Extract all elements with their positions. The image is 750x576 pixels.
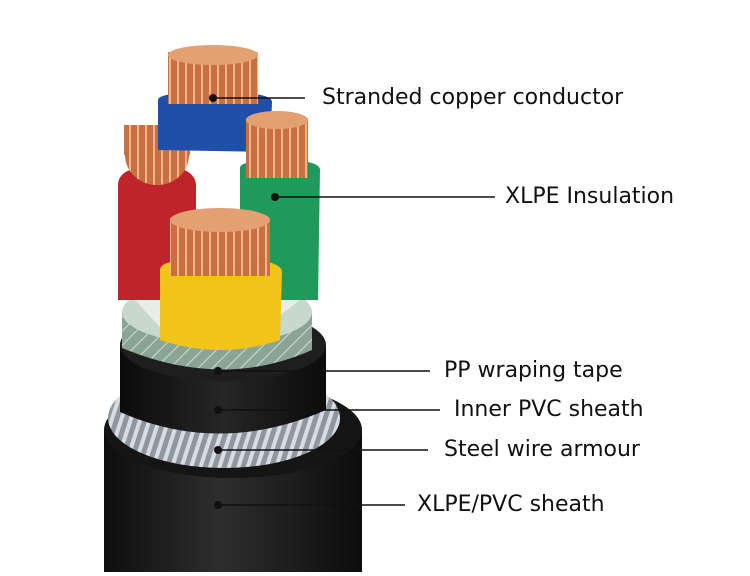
label-xlpe-pvc-sheath: XLPE/PVC sheath xyxy=(417,492,605,517)
leader-dot-tape xyxy=(214,367,222,375)
leader-dot-inner-sheath xyxy=(214,406,222,414)
leader-dot-insulation xyxy=(271,193,279,201)
label-stranded-copper-conductor: Stranded copper conductor xyxy=(322,85,624,110)
label-inner-pvc-sheath: Inner PVC sheath xyxy=(454,397,644,422)
leader-dot-armour xyxy=(214,446,222,454)
leader-dot-conductor xyxy=(209,94,217,102)
core-yellow-insulation xyxy=(160,258,282,350)
label-pp-wrapping-tape: PP wraping tape xyxy=(444,358,623,383)
leader-lines xyxy=(209,94,495,509)
label-steel-wire-armour: Steel wire armour xyxy=(444,437,640,462)
label-xlpe-insulation: XLPE Insulation xyxy=(505,184,675,209)
core-blue-insulation xyxy=(158,92,272,152)
leader-dot-outer-sheath xyxy=(214,501,222,509)
